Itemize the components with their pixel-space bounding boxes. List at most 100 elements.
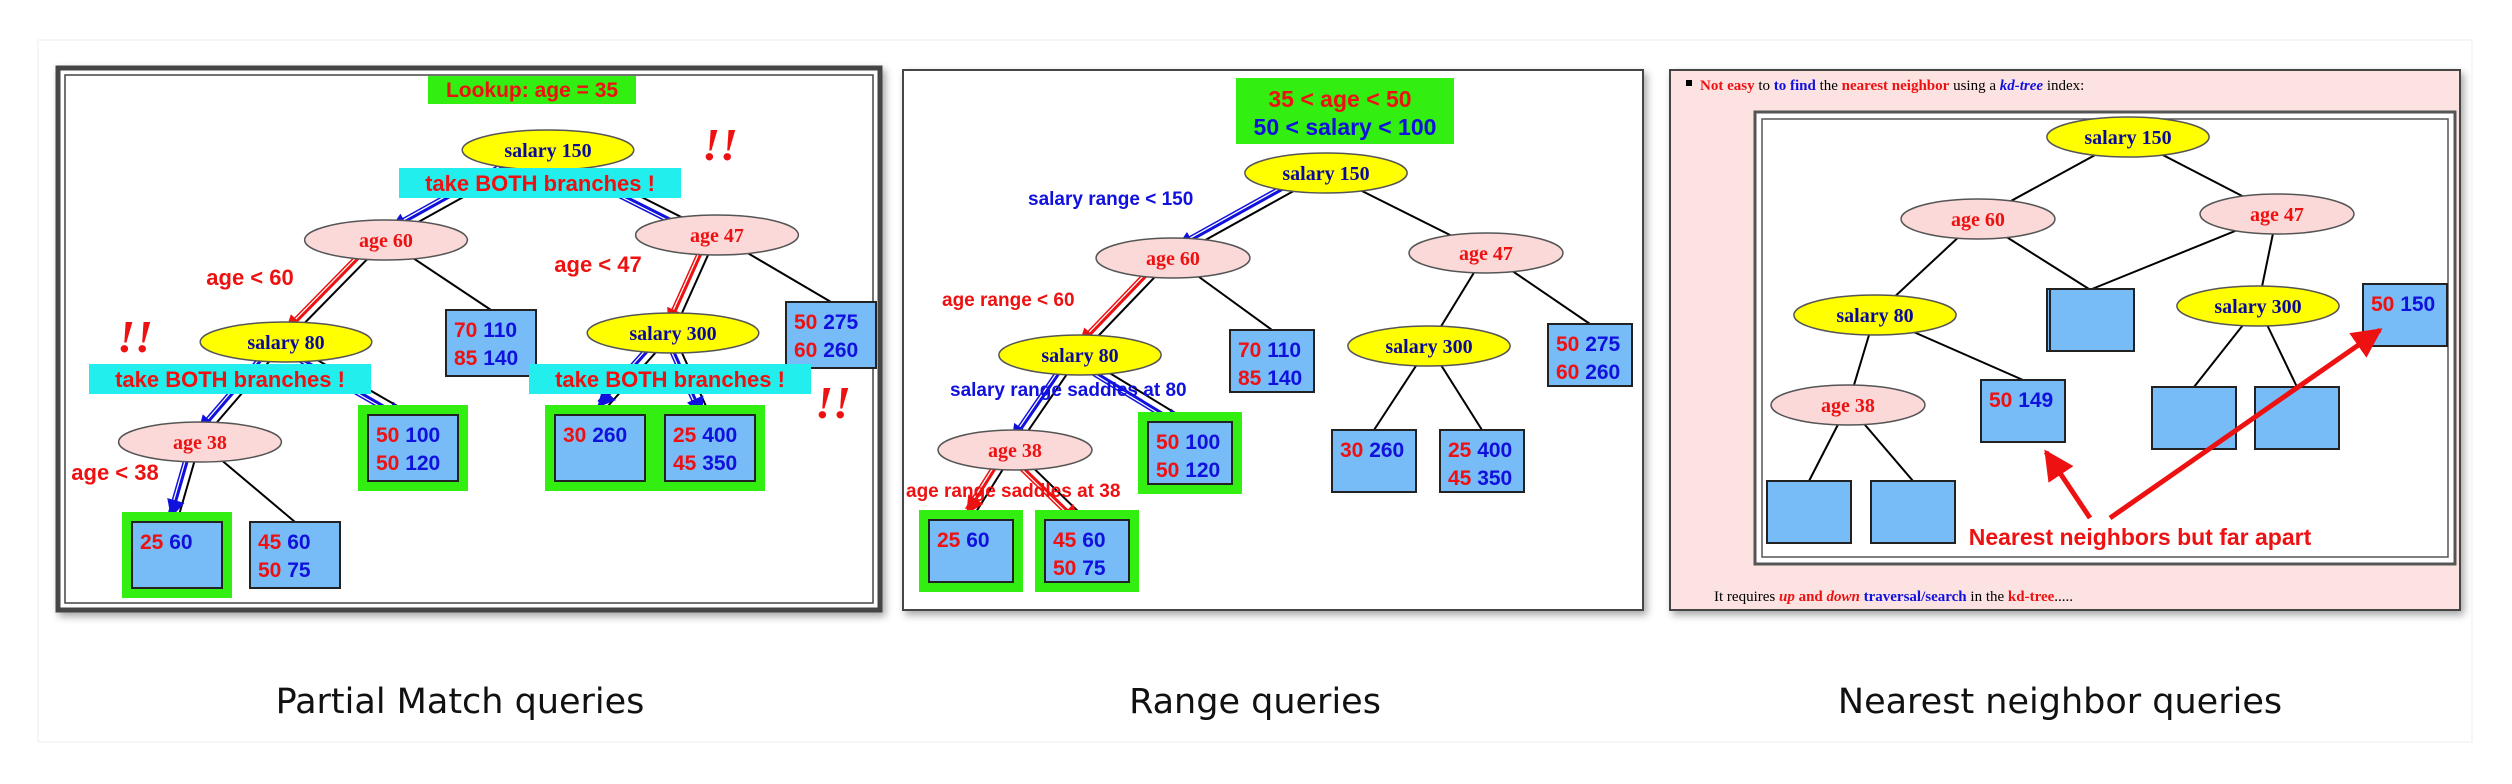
leaf-record: 45 60 bbox=[258, 531, 311, 554]
age-node bbox=[1408, 232, 1564, 274]
caption-partial-match: Partial Match queries bbox=[275, 682, 645, 722]
salary-node bbox=[2176, 285, 2340, 327]
leaf-record: 25 60 bbox=[937, 529, 990, 552]
leaf-record: 50 100 bbox=[1156, 431, 1220, 454]
node-label: age 47 bbox=[2250, 204, 2304, 226]
traversal-arrow bbox=[284, 249, 368, 334]
annotation-label: age < 38 bbox=[71, 460, 158, 485]
bottom-note: It requires up and down traversal/search… bbox=[1714, 589, 2073, 605]
bullet bbox=[1686, 80, 1692, 86]
age-node bbox=[2199, 193, 2355, 235]
salary-node bbox=[998, 334, 1162, 376]
exclaim-marks: !! bbox=[117, 311, 153, 362]
traversal-arrow bbox=[1175, 178, 1301, 249]
annotation-label: age range saddles at 38 bbox=[906, 481, 1120, 502]
leaf-bucket bbox=[131, 521, 223, 589]
age-node bbox=[1770, 384, 1926, 426]
leaf-bucket bbox=[1766, 480, 1852, 544]
node-label: salary 300 bbox=[629, 323, 716, 345]
age-node bbox=[117, 421, 283, 463]
annotation-label: age < 47 bbox=[554, 252, 641, 277]
salary-node bbox=[199, 321, 373, 363]
salary-node bbox=[1347, 325, 1511, 367]
panel-nearest: 50 149 50 150 salary 150 age 60 age 47 salary… bbox=[1669, 69, 2461, 611]
leaf-record: 60 260 bbox=[1556, 361, 1620, 384]
both-branches-banner bbox=[399, 168, 681, 198]
both-branches-banner bbox=[89, 364, 371, 394]
leaf-bucket bbox=[1147, 421, 1233, 485]
age-node bbox=[303, 219, 469, 261]
annotation-label: Nearest neighbors but far apart bbox=[1969, 524, 2312, 550]
node-label: age 38 bbox=[1821, 395, 1875, 417]
leaf-record: 70 110 bbox=[1238, 339, 1301, 362]
leaf-record: 50 149 bbox=[1989, 389, 2053, 412]
traversal-arrow-shadow bbox=[1079, 264, 1153, 341]
exclaim-marks: !! bbox=[702, 119, 738, 170]
salary-node bbox=[1793, 294, 1957, 336]
node-label: salary 150 bbox=[2084, 127, 2171, 149]
both-branches-text: take BOTH branches ! bbox=[115, 367, 345, 392]
exclaim-marks: !! bbox=[815, 377, 851, 428]
age-node bbox=[634, 214, 800, 256]
leaf-record: 25 400 bbox=[1448, 439, 1512, 462]
leaf-record: 50 75 bbox=[258, 559, 311, 582]
leaf-record: 50 100 bbox=[376, 424, 440, 447]
leaf-record: 30 260 bbox=[563, 424, 627, 447]
leaf-record: 25 400 bbox=[673, 424, 737, 447]
node-label: salary 80 bbox=[1041, 345, 1118, 367]
leaf-record: 50 75 bbox=[1053, 557, 1106, 580]
node-label: age 60 bbox=[1951, 209, 2005, 231]
both-branches-text: take BOTH branches ! bbox=[425, 171, 655, 196]
caption-range: Range queries bbox=[1129, 682, 1381, 722]
leaf-bucket bbox=[1547, 323, 1633, 387]
leaf-record: 70 110 bbox=[454, 319, 517, 342]
range-age-text: 35 < age < 50 bbox=[1268, 86, 1411, 112]
salary-node bbox=[586, 312, 760, 354]
node-label: salary 150 bbox=[504, 140, 591, 162]
leaf-bucket bbox=[664, 414, 756, 482]
node-label: salary 150 bbox=[1282, 163, 1369, 185]
range-banner bbox=[1236, 78, 1454, 144]
leaf-record: 85 140 bbox=[1238, 367, 1302, 390]
age-node bbox=[1095, 237, 1251, 279]
node-label: age 38 bbox=[173, 432, 227, 454]
leaf-record: 30 260 bbox=[1340, 439, 1404, 462]
leaf-record: 45 350 bbox=[1448, 467, 1512, 490]
traversal-arrow bbox=[167, 451, 192, 518]
age-node bbox=[1900, 198, 2056, 240]
leaf-bucket bbox=[249, 521, 341, 589]
lookup-banner bbox=[428, 76, 636, 104]
leaf-record: 50 120 bbox=[376, 452, 440, 475]
leaf-bucket bbox=[367, 414, 459, 482]
annotation-label: age < 60 bbox=[206, 265, 293, 290]
leaf-record: 50 150 bbox=[2371, 293, 2435, 316]
leaf-bucket bbox=[1331, 429, 1417, 493]
leaf-record: 50 275 bbox=[1556, 333, 1621, 356]
leaf-bucket bbox=[2049, 288, 2135, 352]
leaf-record: 50 120 bbox=[1156, 459, 1220, 482]
both-branches-text: take BOTH branches ! bbox=[555, 367, 785, 392]
leaf-bucket bbox=[785, 301, 877, 369]
leaf-bucket bbox=[1980, 379, 2066, 443]
traversal-arrow bbox=[667, 246, 706, 327]
node-label: salary 80 bbox=[247, 332, 324, 354]
top-note: Not easy to to find the nearest neighbor… bbox=[1700, 78, 2084, 94]
age-node bbox=[937, 429, 1093, 471]
lookup-text: Lookup: age = 35 bbox=[446, 79, 618, 102]
traversal-arrow-shadow bbox=[666, 245, 702, 322]
annotation-label: age range < 60 bbox=[942, 290, 1075, 311]
leaf-record: 45 60 bbox=[1053, 529, 1106, 552]
leaf-bucket bbox=[1870, 480, 1956, 544]
salary-node bbox=[1244, 152, 1408, 194]
leaf-record: 85 140 bbox=[454, 347, 518, 370]
node-label: age 60 bbox=[359, 230, 413, 252]
range-salary-text: 50 < salary < 100 bbox=[1254, 114, 1437, 140]
leaf-bucket bbox=[445, 309, 537, 377]
leaf-bucket bbox=[1439, 429, 1525, 493]
node-label: salary 300 bbox=[2214, 296, 2301, 318]
traversal-arrow bbox=[1078, 266, 1156, 347]
node-label: age 60 bbox=[1146, 248, 1200, 270]
